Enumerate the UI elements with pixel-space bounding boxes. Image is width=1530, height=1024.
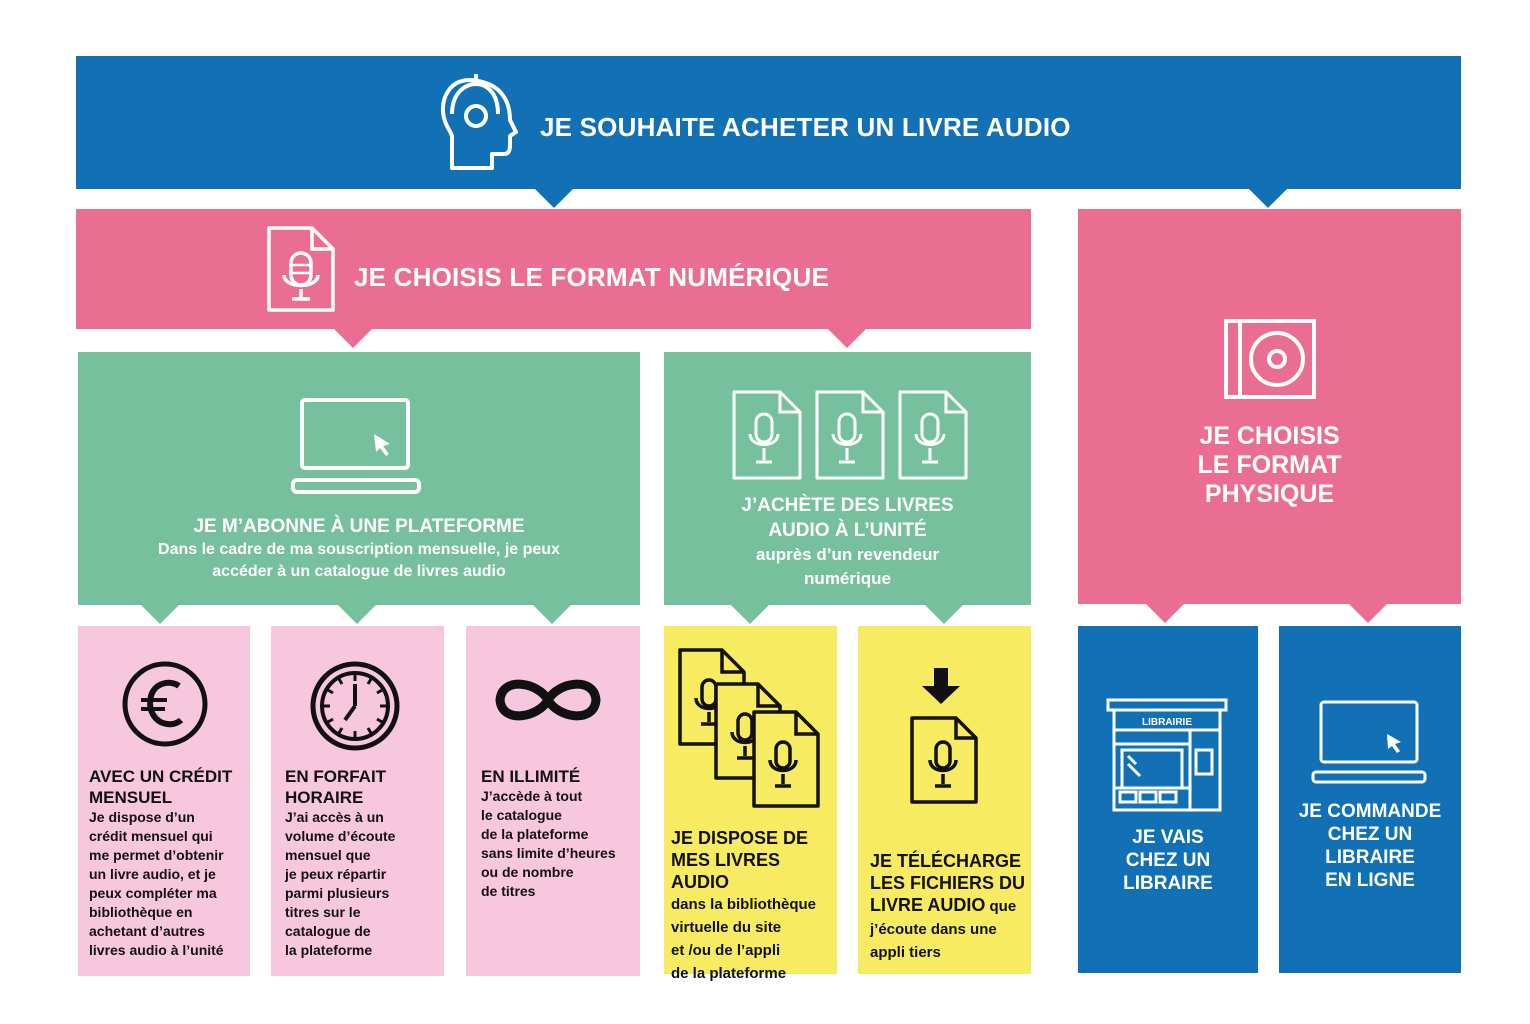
header-banner: JE SOUHAITE ACHETER UN LIVRE AUDIO [76, 56, 1461, 189]
clock-icon [310, 661, 400, 751]
subscribe-box: JE M’ABONNE À UNE PLATEFORME Dans le cad… [78, 352, 640, 605]
unlimited-box: EN ILLIMITÉ J’accède à tout le catalogue… [466, 626, 640, 976]
stacked-audio-files-icon [678, 648, 820, 808]
credit-box: AVEC UN CRÉDIT MENSUEL Je dispose d’un c… [78, 626, 250, 976]
hourly-text: EN FORFAIT HORAIRE J’ai accès à un volum… [285, 767, 396, 958]
subscribe-arrow-3 [533, 605, 571, 624]
subscribe-arrow-2 [338, 605, 376, 624]
subscribe-text: JE M’ABONNE À UNE PLATEFORME Dans le cad… [158, 516, 560, 580]
unlimited-text: EN ILLIMITÉ J’accède à tout le catalogue… [481, 767, 616, 899]
audio-file-icon [267, 226, 335, 312]
download-text: JE TÉLÉCHARGE LES FICHIERS DU LIVRE AUDI… [870, 851, 1026, 961]
laptop-icon [291, 398, 421, 494]
bookstore-icon: LIBRAIRIE [1106, 698, 1228, 812]
laptop-icon [1311, 700, 1427, 784]
download-file-icon [910, 668, 978, 804]
digital-format-banner: JE CHOISIS LE FORMAT NUMÉRIQUE [76, 209, 1031, 329]
physical-arrow-right [1349, 604, 1387, 623]
infinity-icon [495, 679, 601, 721]
cd-case-icon [1224, 319, 1316, 399]
physical-arrow-left [1146, 604, 1184, 623]
headset-head-icon [440, 74, 518, 170]
digital-arrow-right [828, 329, 866, 348]
digital-arrow-left [334, 329, 372, 348]
credit-text: AVEC UN CRÉDIT MENSUEL Je dispose d’un c… [89, 767, 233, 958]
bookstore-sign: LIBRAIRIE [1142, 717, 1192, 728]
euro-icon [122, 661, 208, 747]
unit-arrow-1 [731, 605, 769, 624]
audio-files-icon [732, 390, 968, 480]
header-arrow-right [1249, 189, 1287, 208]
unit-text: J’ACHÈTE DES LIVRES AUDIO À L’UNITÉ aupr… [741, 495, 954, 588]
header-arrow-left [535, 189, 573, 208]
unit-purchase-box: J’ACHÈTE DES LIVRES AUDIO À L’UNITÉ aupr… [664, 352, 1031, 605]
header-title: JE SOUHAITE ACHETER UN LIVRE AUDIO [540, 112, 1071, 142]
unit-arrow-2 [925, 605, 963, 624]
library-text: JE DISPOSE DE MES LIVRES AUDIO dans la b… [671, 828, 817, 982]
subscribe-arrow-1 [141, 605, 179, 624]
virtual-library-box: JE DISPOSE DE MES LIVRES AUDIO dans la b… [664, 626, 837, 982]
digital-title: JE CHOISIS LE FORMAT NUMÉRIQUE [354, 262, 829, 292]
hourly-box: EN FORFAIT HORAIRE J’ai accès à un volum… [271, 626, 444, 976]
download-box: JE TÉLÉCHARGE LES FICHIERS DU LIVRE AUDI… [858, 626, 1031, 974]
